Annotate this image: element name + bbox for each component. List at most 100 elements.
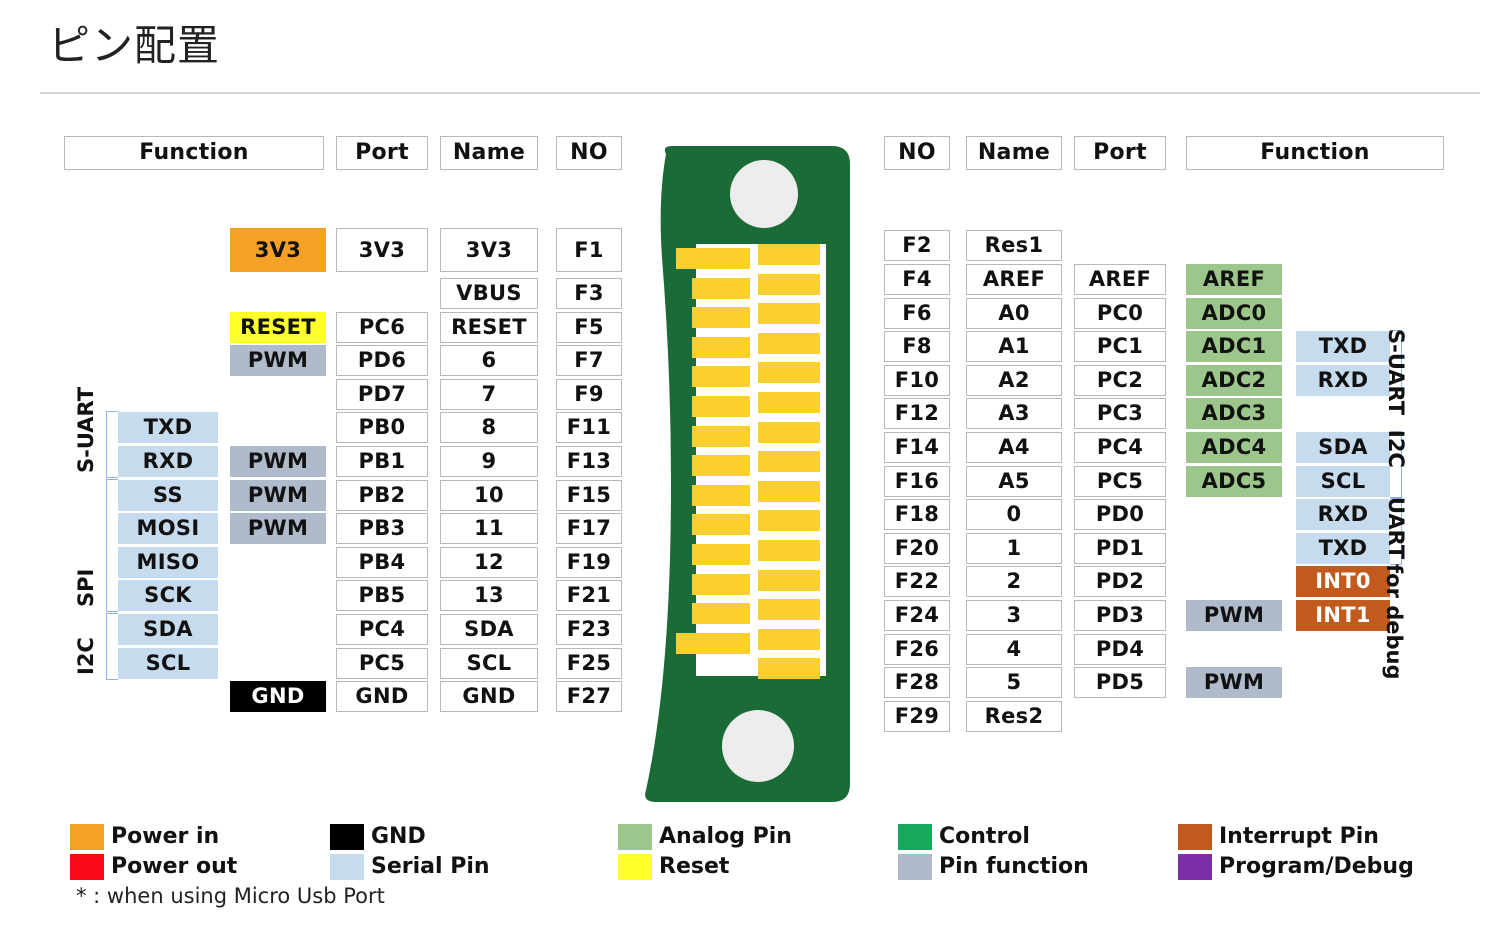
left-no-cell: F27 xyxy=(556,681,622,713)
page-title: ピン配置 xyxy=(48,21,221,70)
right-header-port: Port xyxy=(1074,136,1166,170)
left-group-label-i2c: I2C xyxy=(74,636,98,675)
left-group-label-s-uart: S-UART xyxy=(74,386,98,473)
legend-label: GND xyxy=(371,824,426,849)
right-port-cell: PD1 xyxy=(1074,532,1166,564)
pcb-pad-left xyxy=(676,632,750,654)
legend-swatch xyxy=(618,824,652,850)
left-group-bracket xyxy=(106,411,118,478)
right-group-bracket xyxy=(1390,498,1402,565)
right-no-cell: F2 xyxy=(884,230,950,261)
left-port-cell: GND xyxy=(336,681,428,713)
pcb-pad-right xyxy=(758,569,820,591)
left-name-cell: 7 xyxy=(440,378,538,410)
left-no-cell: F11 xyxy=(556,412,622,444)
left-header-name: Name xyxy=(440,136,538,170)
legend-item: Serial Pin xyxy=(330,854,490,880)
left-function-cell: 3V3 xyxy=(230,228,326,272)
legend-swatch xyxy=(1178,854,1212,880)
right-port-cell: AREF xyxy=(1074,264,1166,295)
right-no-cell: F22 xyxy=(884,566,950,598)
legend-label: Analog Pin xyxy=(659,824,792,849)
pcb-pad-right xyxy=(758,451,820,473)
right-no-cell: F8 xyxy=(884,331,950,363)
pcb-pad-left xyxy=(692,277,750,299)
right-no-cell: F20 xyxy=(884,532,950,564)
left-serial-cell: SS xyxy=(118,479,218,511)
legend-label: Power out xyxy=(111,854,238,879)
pcb-pad-right xyxy=(758,480,820,502)
left-port-cell: PB5 xyxy=(336,580,428,612)
right-serial-cell: TXD xyxy=(1296,331,1390,363)
right-name-cell: A1 xyxy=(966,331,1062,363)
pcb-pad-left xyxy=(692,366,750,388)
right-function-cell: ADC2 xyxy=(1186,364,1282,396)
right-no-cell: F24 xyxy=(884,600,950,631)
right-no-cell: F14 xyxy=(884,432,950,463)
right-serial-cell: SCL xyxy=(1296,465,1390,497)
left-serial-cell: SCL xyxy=(118,647,218,679)
right-name-cell: A2 xyxy=(966,364,1062,396)
left-group-bracket xyxy=(106,478,118,613)
right-port-cell: PC1 xyxy=(1074,331,1166,363)
left-no-cell: F21 xyxy=(556,580,622,612)
bottom-notch xyxy=(710,802,736,810)
left-header-port: Port xyxy=(336,136,428,170)
left-header-no: NO xyxy=(556,136,622,170)
pcb-pad-right xyxy=(758,599,820,621)
legend-item: Power in xyxy=(70,824,219,850)
right-name-cell: Res2 xyxy=(966,700,1062,732)
left-name-cell: 8 xyxy=(440,412,538,444)
left-port-cell: PC6 xyxy=(336,311,428,343)
pcb-pad-right xyxy=(758,540,820,561)
left-port-cell: PC5 xyxy=(336,647,428,679)
left-port-cell: PC4 xyxy=(336,614,428,645)
left-no-cell: F17 xyxy=(556,513,622,545)
left-function-cell: PWM xyxy=(230,446,326,477)
pcb-pad-right xyxy=(758,658,820,680)
legend-swatch xyxy=(330,854,364,880)
left-serial-cell: TXD xyxy=(118,412,218,444)
right-port-cell: PD4 xyxy=(1074,633,1166,665)
right-no-cell: F26 xyxy=(884,633,950,665)
left-function-cell: RESET xyxy=(230,311,326,343)
legend-swatch xyxy=(70,854,104,880)
legend-label: Serial Pin xyxy=(371,854,490,879)
left-no-cell: F25 xyxy=(556,647,622,679)
right-function-cell: AREF xyxy=(1186,264,1282,295)
pcb-pad-left xyxy=(692,484,750,506)
left-serial-cell: MISO xyxy=(118,546,218,578)
right-port-cell: PD0 xyxy=(1074,499,1166,531)
right-port-cell: PD2 xyxy=(1074,566,1166,598)
mounting-hole-bottom xyxy=(722,710,794,782)
pcb-pad-right xyxy=(758,332,820,354)
left-name-cell: SDA xyxy=(440,614,538,645)
legend-label: Control xyxy=(939,824,1030,849)
right-group-label-i2c: I2C xyxy=(1384,430,1408,468)
legend-swatch xyxy=(70,824,104,850)
pcb-pad-left xyxy=(676,248,750,269)
left-function-cell: PWM xyxy=(230,479,326,511)
right-name-cell: 4 xyxy=(966,633,1062,665)
left-port-cell: PD6 xyxy=(336,345,428,377)
left-serial-cell: RXD xyxy=(118,446,218,477)
legend-label: Reset xyxy=(659,854,730,879)
pcb-pad-right xyxy=(758,303,820,325)
legend-item: Reset xyxy=(618,854,729,880)
right-header-function: Function xyxy=(1186,136,1444,170)
right-no-cell: F18 xyxy=(884,499,950,531)
left-no-cell: F13 xyxy=(556,446,622,477)
left-no-cell: F19 xyxy=(556,546,622,578)
left-name-cell: 9 xyxy=(440,446,538,477)
right-name-cell: A4 xyxy=(966,432,1062,463)
top-notch xyxy=(714,138,740,146)
right-name-cell: Res1 xyxy=(966,230,1062,261)
left-group-label-spi: SPI xyxy=(74,569,98,608)
pcb-pad-left xyxy=(692,425,750,447)
right-port-cell: PC2 xyxy=(1074,364,1166,396)
right-no-cell: F16 xyxy=(884,465,950,497)
right-serial-cell: INT1 xyxy=(1296,600,1390,631)
left-no-cell: F9 xyxy=(556,378,622,410)
right-port-cell: PC4 xyxy=(1074,432,1166,463)
right-port-cell: PC3 xyxy=(1074,398,1166,430)
